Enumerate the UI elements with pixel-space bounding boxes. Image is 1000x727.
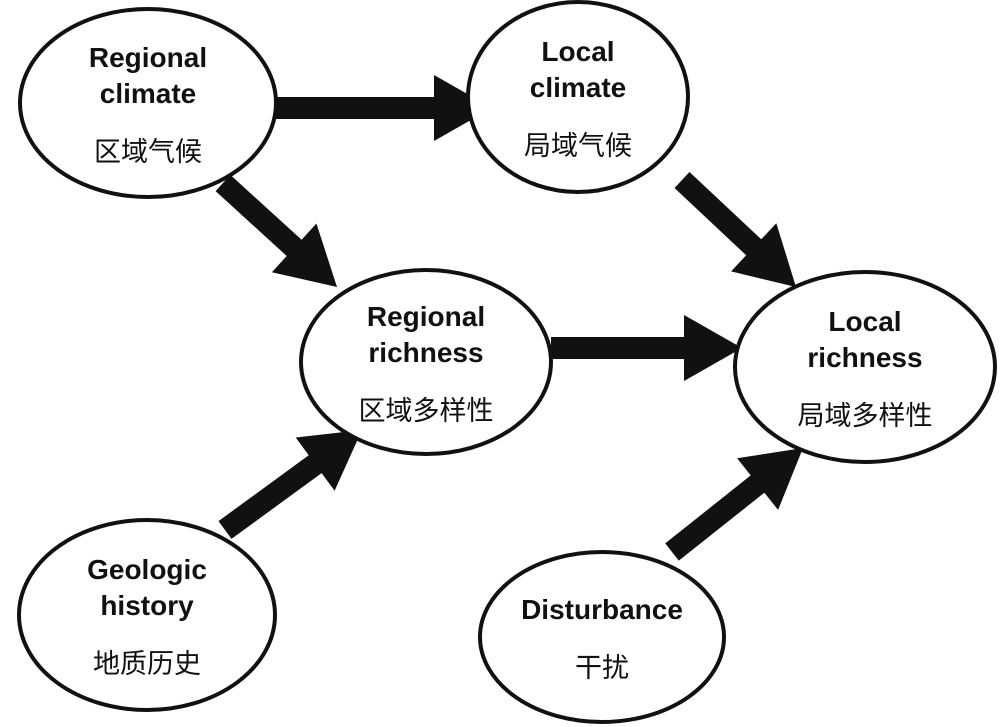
node-label-en-local-climate-0: Local [541, 36, 614, 67]
node-label-zh-local-climate: 局域气候 [524, 131, 632, 162]
node-label-en-geologic-history-1: history [100, 590, 194, 621]
node-regional-richness: Regional richness 区域多样性 [299, 268, 553, 456]
node-label-en-regional-climate-0: Regional [89, 42, 207, 73]
node-label-zh-geologic-history: 地质历史 [93, 649, 201, 680]
nodes-layer: Regional climate 区域气候 Local climate 局域气候 Regio… [17, 0, 997, 724]
node-disturbance: Disturbance 干扰 [478, 550, 726, 724]
node-label-en-geologic-history-0: Geologic [87, 554, 207, 585]
node-label-en-local-richness-1: richness [807, 342, 922, 373]
node-ellipse-local-richness [733, 270, 997, 464]
node-label-zh-disturbance: 干扰 [575, 653, 629, 684]
node-label-en-regional-richness-0: Regional [367, 301, 485, 332]
arrow-regional-richness-to-local-richness [551, 315, 742, 381]
node-label-en-local-climate-1: climate [530, 72, 627, 103]
node-geologic-history: Geologic history 地质历史 [17, 518, 277, 712]
node-label-en-regional-richness-1: richness [368, 337, 483, 368]
node-ellipse-disturbance [478, 550, 726, 724]
node-label-en-local-richness-0: Local [828, 306, 901, 337]
node-label-zh-local-richness: 局域多样性 [798, 401, 933, 432]
arrows-layer [215, 75, 803, 561]
node-label-zh-regional-climate: 区域气候 [94, 137, 202, 168]
node-label-en-disturbance-0: Disturbance [521, 594, 683, 625]
arrow-regional-climate-to-regional-richness [215, 174, 337, 287]
node-ellipse-geologic-history [17, 518, 277, 712]
arrow-regional-climate-to-local-climate [272, 75, 492, 141]
node-local-climate: Local climate 局域气候 [466, 0, 690, 194]
node-local-richness: Local richness 局域多样性 [733, 270, 997, 464]
arrow-local-climate-to-local-richness [674, 172, 796, 287]
arrow-geologic-history-to-regional-richness [218, 430, 362, 539]
node-ellipse-regional-climate [18, 7, 278, 199]
node-label-zh-regional-richness: 区域多样性 [359, 396, 494, 427]
node-ellipse-regional-richness [299, 268, 553, 456]
node-regional-climate: Regional climate 区域气候 [18, 7, 278, 199]
node-label-en-regional-climate-1: climate [100, 78, 197, 109]
arrow-disturbance-to-local-richness [665, 448, 803, 561]
node-ellipse-local-climate [466, 0, 690, 194]
